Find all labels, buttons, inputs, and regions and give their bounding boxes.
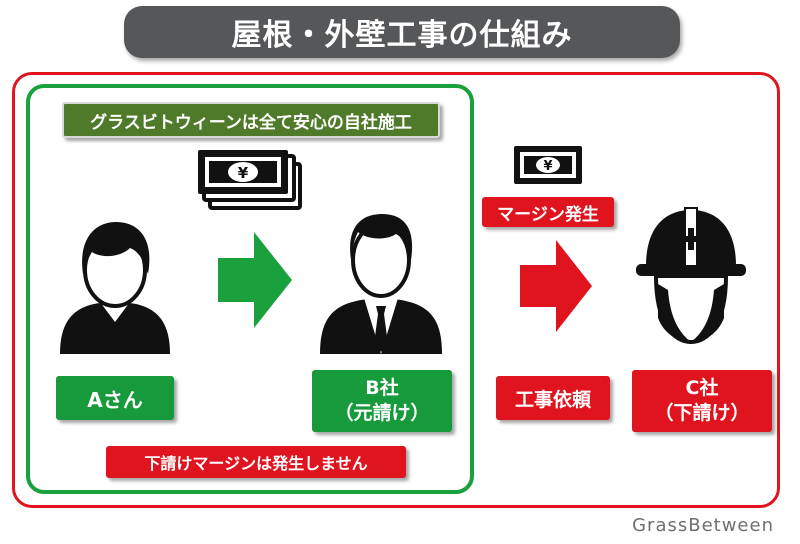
sub-contractor-label: C社 （下請け） xyxy=(632,370,772,432)
page-title: 屋根・外壁工事の仕組み xyxy=(124,6,680,58)
no-margin-label: 下請けマージンは発生しません xyxy=(106,446,406,478)
green-arrow-icon xyxy=(218,232,292,328)
businessman-icon xyxy=(320,214,442,354)
red-arrow-icon xyxy=(520,240,592,332)
prime-contractor-name: B社 xyxy=(365,377,399,400)
prime-contractor-role: （元請け） xyxy=(334,402,430,424)
money-icon: ¥ xyxy=(514,146,582,184)
prime-contractor-label: B社 （元請け） xyxy=(312,370,452,432)
brand-logo: GrassBetween xyxy=(632,515,774,536)
customer-person-icon xyxy=(60,222,170,354)
page-title-text: 屋根・外壁工事の仕組み xyxy=(231,18,573,53)
yen-glyph: ¥ xyxy=(543,159,552,174)
margin-label: マージン発生 xyxy=(482,197,614,227)
inner-frame-inhouse xyxy=(26,84,474,494)
outer-frame-subcontract xyxy=(12,72,780,508)
customer-label: Aさん xyxy=(56,376,174,420)
sub-contractor-role: （下請け） xyxy=(654,402,750,424)
helmet-worker-icon xyxy=(636,207,746,345)
order-label: 工事依頼 xyxy=(496,376,610,420)
sub-contractor-name: C社 xyxy=(685,377,719,400)
yen-glyph: ¥ xyxy=(238,164,249,182)
money-stack-icon: ¥ xyxy=(198,150,302,210)
inhouse-label: グラスビトウィーンは全て安心の自社施工 xyxy=(62,102,440,138)
